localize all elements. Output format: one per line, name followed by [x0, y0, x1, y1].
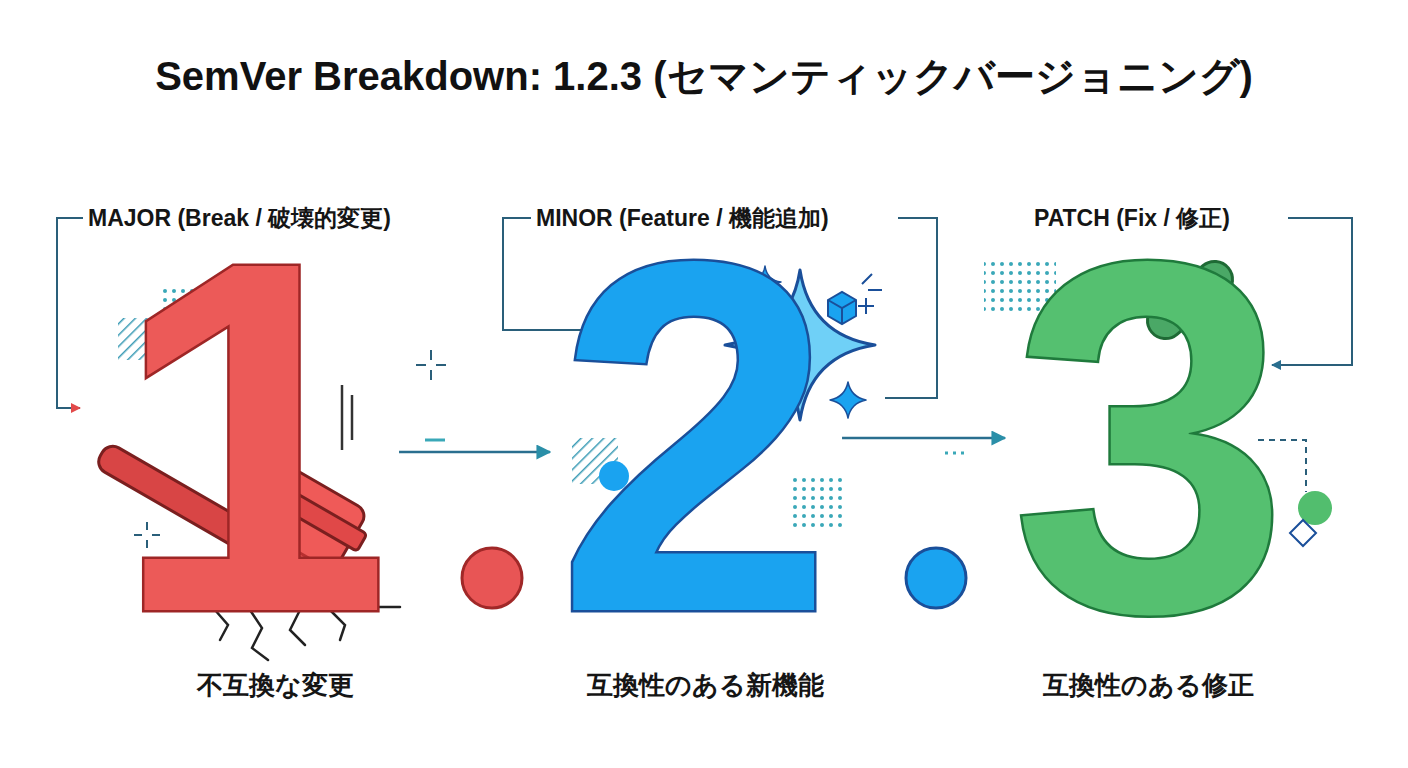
version-digit: 2 [556, 187, 834, 687]
minor-part: MINOR (Feature / 機能追加)2互換性のある新機能 [500, 200, 920, 710]
cube-icon [828, 274, 882, 324]
accent-diamond [1290, 520, 1316, 546]
version-digit: 1 [113, 187, 391, 687]
flow-arrow [842, 437, 1005, 440]
part-caption: 互換性のある修正 [1043, 669, 1254, 701]
flow-arrow [399, 451, 550, 454]
separator-dot [462, 548, 522, 608]
separator-dot [906, 548, 966, 608]
patch-part: PATCH (Fix / 修正)3互換性のある修正 [960, 200, 1380, 710]
major-part: MAJOR (Break / 破壊的変更)1不互換な変更 [60, 200, 480, 710]
title: SemVer Breakdown: 1.2.3 (セマンティックバージョニング) [0, 52, 1408, 100]
part-caption: 不互換な変更 [197, 669, 354, 701]
part-caption: 互換性のある新機能 [587, 669, 824, 701]
version-digit: 3 [1011, 187, 1289, 687]
